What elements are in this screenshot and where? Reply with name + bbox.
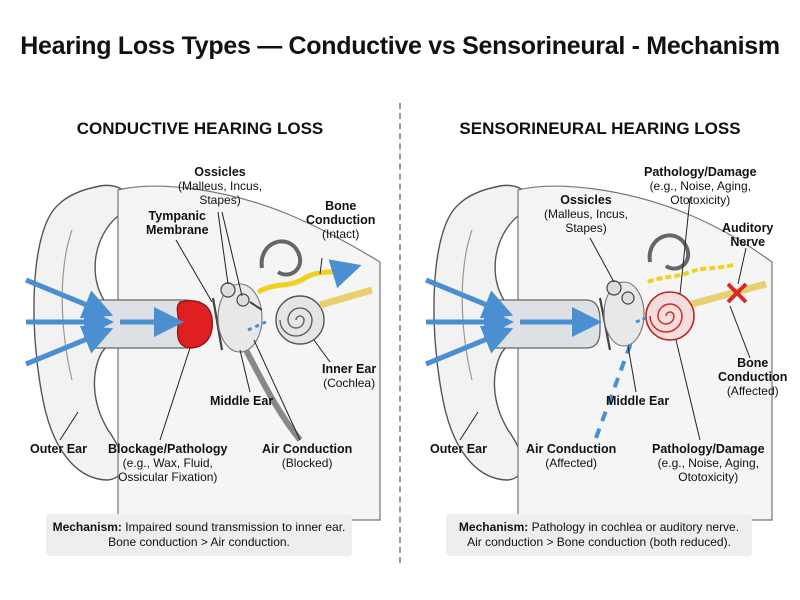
ossicles-label: Ossicles (Malleus, Incus, Stapes)	[178, 165, 263, 207]
sensorineural-heading: SENSORINEURAL HEARING LOSS	[459, 119, 741, 138]
malleus-shape	[606, 280, 622, 296]
tympanic-membrane-label: Tympanic Membrane	[146, 209, 209, 237]
blockage-mass	[176, 300, 213, 349]
conductive-mechanism-box: Mechanism: Impaired sound transmission t…	[46, 514, 352, 556]
cochlea-shape	[645, 291, 695, 341]
auditory-nerve-label: Auditory Nerve	[722, 221, 774, 249]
pinna-fold	[461, 229, 473, 381]
cochlea-shape	[275, 295, 325, 345]
malleus-shape	[220, 282, 236, 298]
air-conduction-dashes	[247, 320, 267, 332]
nerve-bundle	[319, 286, 373, 309]
bone-conduction-label: Bone Conduction (Affected)	[718, 356, 788, 398]
sensorineural-ear-illustration	[425, 184, 773, 521]
pathology-damage-label: Pathology/Damage (e.g., Noise, Aging, Ot…	[644, 165, 757, 207]
semicircular-canals	[259, 239, 302, 277]
middle-ear-label: Middle Ear	[606, 394, 670, 408]
conductive-heading: CONDUCTIVE HEARING LOSS	[76, 119, 324, 138]
eustachian-tube	[243, 348, 303, 442]
nerve-bundle	[691, 280, 767, 308]
sound-arrow	[25, 325, 114, 367]
air-conduction-label: Air Conduction (Blocked)	[262, 442, 353, 470]
middle-ear-label: Middle Ear	[210, 394, 274, 408]
tympanic-membrane	[211, 297, 224, 351]
air-conduction-label: Air Conduction (Affected)	[526, 442, 617, 470]
cochlea-spiral	[279, 307, 313, 337]
outer-ear-label: Outer Ear	[30, 442, 87, 456]
incus-shape	[621, 291, 635, 305]
stapes-shape	[249, 301, 263, 311]
bone-conduction-arrow	[256, 259, 362, 295]
cochlea-spiral	[649, 303, 683, 333]
pathology-damage-label: Pathology/Damage (e.g., Noise, Aging, Ot…	[652, 442, 765, 484]
incus-shape	[236, 293, 250, 307]
semicircular-canals	[647, 233, 690, 271]
diagram-title: Hearing Loss Types — Conductive vs Senso…	[20, 32, 780, 60]
outer-ear-label: Outer Ear	[430, 442, 487, 456]
bone-conduction-label: Bone Conduction (Intact)	[306, 199, 376, 241]
sensorineural-mechanism-box: Mechanism: Pathology in cochlea or audit…	[446, 514, 752, 556]
nerve-block-x	[726, 282, 748, 304]
inner-ear-label: Inner Ear (Cochlea)	[322, 362, 377, 390]
air-conduction-dashes	[635, 316, 647, 324]
blockage-label: Blockage/Pathology (e.g., Wax, Fluid, Os…	[108, 442, 228, 484]
ossicles-label: Ossicles (Malleus, Incus, Stapes)	[544, 193, 629, 235]
head-shape	[517, 185, 773, 521]
sound-arrow	[25, 277, 114, 319]
sound-arrow	[425, 325, 514, 367]
panel-divider	[399, 103, 401, 563]
sound-arrow	[425, 277, 514, 319]
conductive-ear-illustration	[25, 184, 381, 521]
pinna-fold	[61, 229, 73, 381]
bone-conduction-arrow	[647, 262, 737, 284]
